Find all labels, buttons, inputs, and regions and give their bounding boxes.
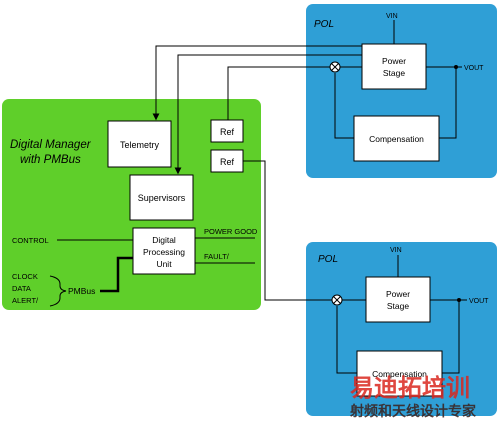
telemetry-label: Telemetry: [120, 140, 160, 150]
ref-bottom-wire: [243, 160, 332, 301]
pol-bottom-power-stage-line2: Stage: [387, 301, 409, 311]
dpu-label-line1: Digital: [152, 235, 176, 245]
pol-bottom-feedback-left: [336, 306, 357, 374]
pol-bottom-vin-label: VIN: [390, 247, 402, 254]
pol-top-power-stage-line2: Stage: [383, 68, 405, 78]
pol-bottom-vout-label: VOUT: [469, 298, 489, 305]
pol-top-title: POL: [314, 19, 334, 30]
power-good-label: POWER GOOD: [204, 227, 258, 236]
pol-top-power-stage-block: [361, 43, 427, 90]
pmbus-bracket: [49, 275, 67, 307]
ref-top-label: Ref: [220, 127, 235, 137]
ref-bottom-label: Ref: [220, 157, 235, 167]
pol-top-summing-x2: [331, 63, 339, 71]
dpu-label-line3: Unit: [156, 259, 172, 269]
pol-bottom-feedback-right: [442, 300, 460, 374]
telemetry-feedback-wire: [152, 45, 362, 121]
watermark-title: 易迪拓培训: [350, 374, 470, 402]
pol-top-vin-label: VIN: [386, 13, 398, 20]
telemetry-block: [107, 120, 172, 168]
pol-bottom-power-stage-block: [365, 276, 431, 323]
pol-top-feedback-right: [439, 67, 457, 139]
pol-top-vout-label: VOUT: [464, 65, 484, 72]
ref-top-wire: [227, 66, 330, 120]
supervisors-block: [129, 174, 194, 221]
pol-bottom-summing-x2: [333, 296, 341, 304]
digital-processing-unit-block: [132, 227, 196, 275]
pol-top-power-stage-line1: Power: [382, 56, 406, 66]
supervisors-feedback-wire: [174, 54, 362, 175]
digital-manager-subtitle: with PMBus: [20, 154, 81, 166]
dpu-label-line2: Processing: [143, 247, 185, 257]
alert-label: ALERT/: [12, 296, 39, 305]
supervisors-label: Supervisors: [138, 193, 186, 203]
pol-top-compensation-label: Compensation: [369, 134, 424, 144]
ref-top-block: [210, 119, 244, 143]
pol-bottom-compensation-label: Compensation: [372, 369, 427, 379]
pmbus-label: PMBus: [68, 286, 95, 296]
pol-top-feedback-left: [334, 73, 354, 139]
watermark-subtitle: 射频和天线设计专家: [349, 403, 477, 420]
pmbus-bus-line: [100, 256, 133, 293]
pol-bottom-power-stage-line1: Power: [386, 289, 410, 299]
clock-label: CLOCK: [12, 272, 38, 281]
pol-bottom-title: POL: [318, 254, 338, 265]
fault-label: FAULT/: [204, 252, 230, 261]
control-label: CONTROL: [12, 236, 49, 245]
data-label: DATA: [12, 284, 31, 293]
digital-manager-title: Digital Manager: [10, 139, 92, 151]
